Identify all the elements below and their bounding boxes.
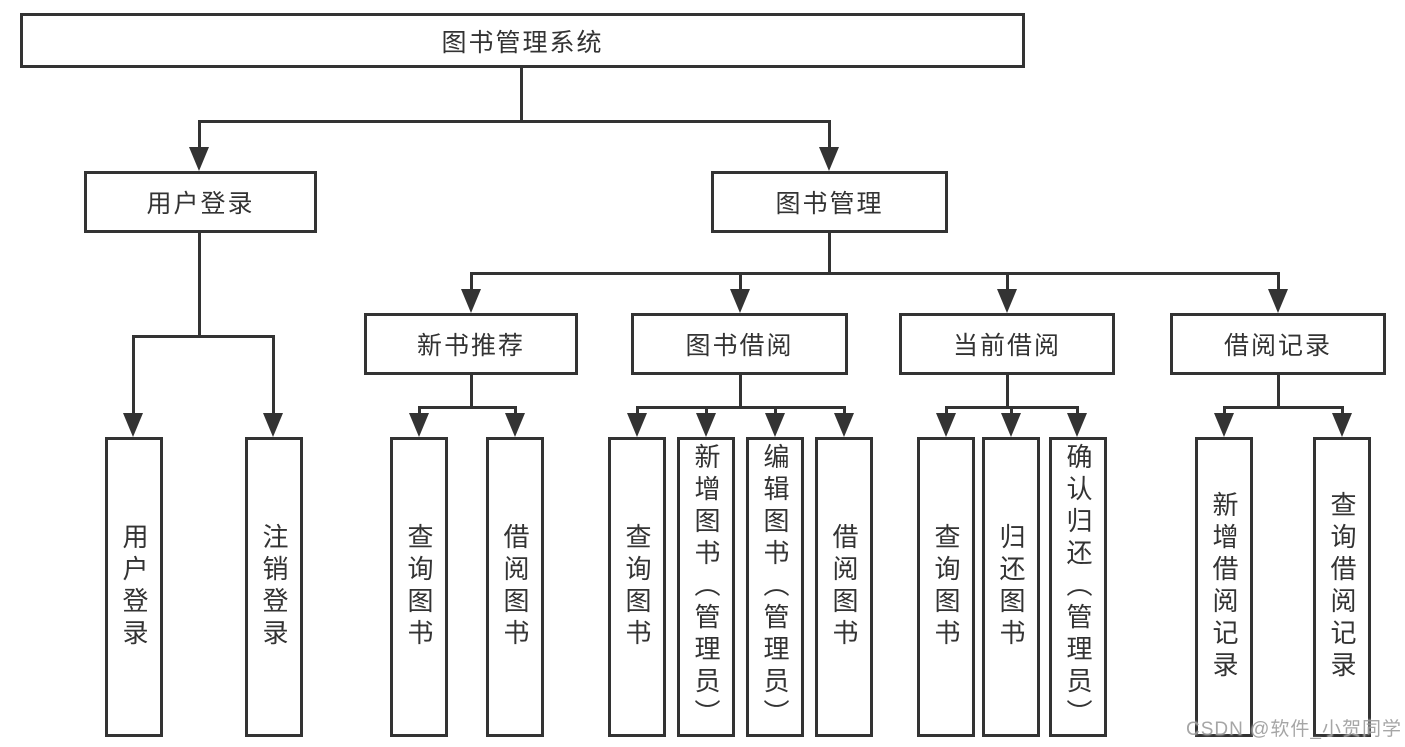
- connector-vline: [132, 335, 135, 421]
- leaf-query-books-borrow: 查询图书: [608, 437, 666, 737]
- node-current-borrow: 当前借阅: [899, 313, 1115, 375]
- arrow-down-icon: [730, 289, 750, 313]
- arrow-down-icon: [263, 413, 283, 437]
- arrow-down-icon: [409, 413, 429, 437]
- leaf-add-books-admin: 新增图书（管理员）: [677, 437, 735, 737]
- arrow-down-icon: [834, 413, 854, 437]
- leaf-edit-books-admin: 编辑图书（管理员）: [746, 437, 804, 737]
- connector-hline: [198, 120, 831, 123]
- arrow-down-icon: [627, 413, 647, 437]
- connector-vline: [739, 272, 742, 296]
- node-book-borrow: 图书借阅: [631, 313, 848, 375]
- leaf-add-borrow-record: 新增借阅记录: [1195, 437, 1253, 737]
- arrow-down-icon: [765, 413, 785, 437]
- node-borrow-records: 借阅记录: [1170, 313, 1386, 375]
- arrow-down-icon: [123, 413, 143, 437]
- leaf-return-books: 归还图书: [982, 437, 1040, 737]
- leaf-user-login: 用户登录: [105, 437, 163, 737]
- arrow-down-icon: [936, 413, 956, 437]
- node-user-login: 用户登录: [84, 171, 317, 233]
- arrow-down-icon: [1001, 413, 1021, 437]
- arrow-down-icon: [1332, 413, 1352, 437]
- arrow-down-icon: [505, 413, 525, 437]
- connector-vline: [828, 231, 831, 274]
- connector-hline: [418, 406, 517, 409]
- arrow-down-icon: [189, 147, 209, 171]
- connector-vline: [470, 272, 473, 296]
- connector-vline: [1277, 373, 1280, 408]
- connector-vline: [1006, 272, 1009, 296]
- leaf-borrow-books-recommend: 借阅图书: [486, 437, 544, 737]
- arrow-down-icon: [1067, 413, 1087, 437]
- node-new-book-recommend: 新书推荐: [364, 313, 578, 375]
- leaf-query-books-current: 查询图书: [917, 437, 975, 737]
- arrow-down-icon: [696, 413, 716, 437]
- connector-vline: [828, 120, 831, 157]
- connector-vline: [198, 231, 201, 337]
- connector-hline: [470, 272, 1279, 275]
- arrow-down-icon: [819, 147, 839, 171]
- connector-vline: [198, 120, 201, 157]
- arrow-down-icon: [1214, 413, 1234, 437]
- leaf-borrow-books: 借阅图书: [815, 437, 873, 737]
- csdn-watermark: CSDN @软件_小贺同学: [1186, 719, 1402, 740]
- leaf-query-borrow-record: 查询借阅记录: [1313, 437, 1371, 737]
- arrow-down-icon: [461, 289, 481, 313]
- node-book-management: 图书管理: [711, 171, 948, 233]
- leaf-logout: 注销登录: [245, 437, 303, 737]
- connector-vline: [470, 373, 473, 408]
- leaf-confirm-return-admin: 确认归还（管理员）: [1049, 437, 1107, 737]
- node-root-system: 图书管理系统: [20, 13, 1025, 68]
- connector-hline: [132, 335, 274, 338]
- connector-vline: [1006, 373, 1009, 408]
- connector-vline: [272, 335, 275, 421]
- connector-vline: [739, 373, 742, 408]
- leaf-query-books-recommend: 查询图书: [390, 437, 448, 737]
- arrow-down-icon: [1268, 289, 1288, 313]
- connector-hline: [636, 406, 846, 409]
- connector-vline: [520, 66, 523, 122]
- arrow-down-icon: [997, 289, 1017, 313]
- connector-vline: [1277, 272, 1280, 296]
- connector-hline: [1223, 406, 1344, 409]
